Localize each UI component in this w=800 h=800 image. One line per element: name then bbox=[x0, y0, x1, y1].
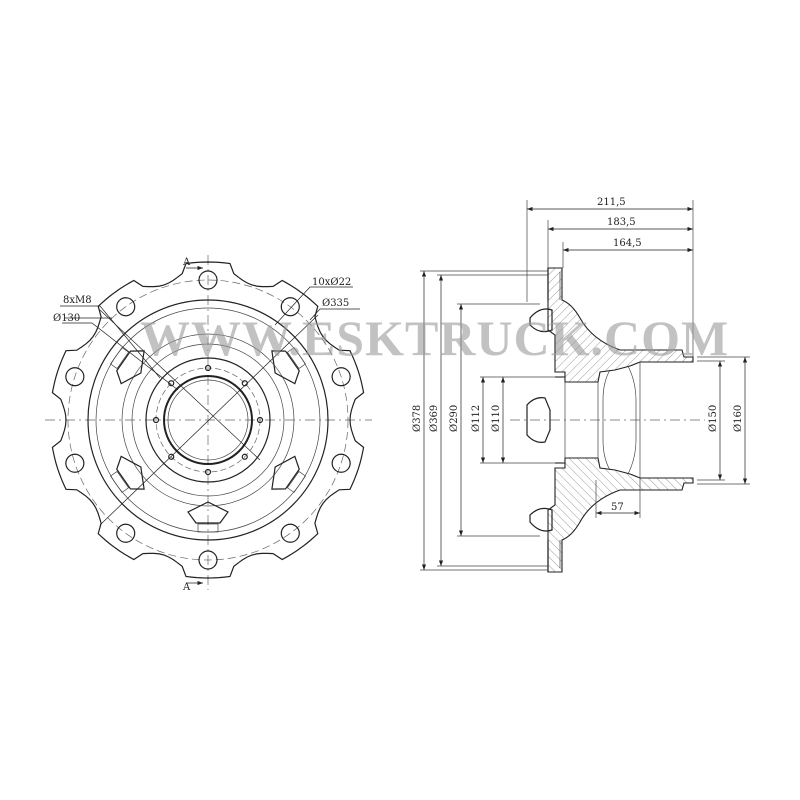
section-mark-bottom: A bbox=[182, 582, 191, 593]
dim-d150: Ø150 bbox=[708, 405, 719, 432]
bolt-hole bbox=[280, 523, 300, 543]
pocket-slot bbox=[110, 470, 130, 493]
pocket bbox=[110, 455, 145, 493]
m8-hole bbox=[241, 380, 248, 387]
bolt-hole bbox=[198, 550, 218, 570]
dim-164-5: 164,5 bbox=[613, 238, 642, 249]
dim-d160: Ø160 bbox=[733, 405, 744, 432]
pocket-slot bbox=[110, 347, 130, 370]
pocket-outline bbox=[187, 501, 229, 524]
bolt-hole bbox=[331, 453, 351, 473]
m8-holes bbox=[152, 364, 264, 476]
section-upper-half bbox=[529, 267, 694, 420]
pocket-outline bbox=[116, 455, 145, 490]
dim-d378: Ø378 bbox=[412, 405, 423, 432]
bore-label: Ø130 bbox=[53, 313, 80, 324]
m8-hole bbox=[256, 416, 264, 424]
m8-hole bbox=[204, 364, 212, 372]
bolt-hole bbox=[280, 297, 300, 317]
pocket bbox=[187, 501, 229, 533]
dim-d110: Ø110 bbox=[491, 405, 502, 432]
section-mark-top: A bbox=[182, 257, 191, 268]
center-boss bbox=[526, 397, 551, 443]
pocket-outline bbox=[271, 350, 300, 385]
section-view: 211,5 183,5 164,5 57 Ø378 Ø369 Ø290 Ø112… bbox=[412, 197, 750, 573]
pocket-outline bbox=[271, 455, 300, 490]
dim-d290: Ø290 bbox=[449, 405, 460, 432]
bolt-hole bbox=[116, 297, 136, 317]
bolt-hole bbox=[331, 367, 351, 387]
bolt-hole bbox=[65, 453, 85, 473]
dim-d112: Ø112 bbox=[471, 405, 482, 432]
hub-circle bbox=[145, 357, 271, 483]
flange-outline bbox=[51, 261, 365, 579]
bolt-holes bbox=[65, 270, 351, 570]
m8-hole bbox=[152, 416, 160, 424]
m8-hole bbox=[168, 453, 175, 460]
threads-label: 8xM8 bbox=[63, 295, 92, 306]
pocket-slot bbox=[286, 470, 306, 493]
bore-circle bbox=[163, 375, 253, 465]
dim-57: 57 bbox=[611, 502, 624, 513]
scalloped-flange bbox=[51, 261, 365, 579]
bolt-hole bbox=[65, 367, 85, 387]
pocket bbox=[271, 347, 306, 385]
m8-hole bbox=[241, 453, 248, 460]
m8-hole bbox=[168, 380, 175, 387]
holes-label: 10xØ22 bbox=[312, 277, 351, 288]
dim-183-5: 183,5 bbox=[607, 217, 636, 228]
m8-hole bbox=[204, 468, 212, 476]
bolt-hole bbox=[116, 523, 136, 543]
dim-d369: Ø369 bbox=[429, 405, 440, 432]
pocket-slot bbox=[286, 347, 306, 370]
pocket-slot bbox=[197, 523, 219, 533]
watermark: WWW.ESKTRUCK.COM bbox=[140, 310, 729, 366]
flange-inner-circle bbox=[87, 299, 329, 541]
pcd-label: Ø335 bbox=[322, 298, 349, 309]
bolt-hole bbox=[198, 270, 218, 290]
front-view: A A 10xØ22 Ø335 8xM8 Ø130 bbox=[45, 255, 372, 593]
dim-211-5: 211,5 bbox=[597, 197, 626, 208]
pocket bbox=[271, 455, 306, 493]
